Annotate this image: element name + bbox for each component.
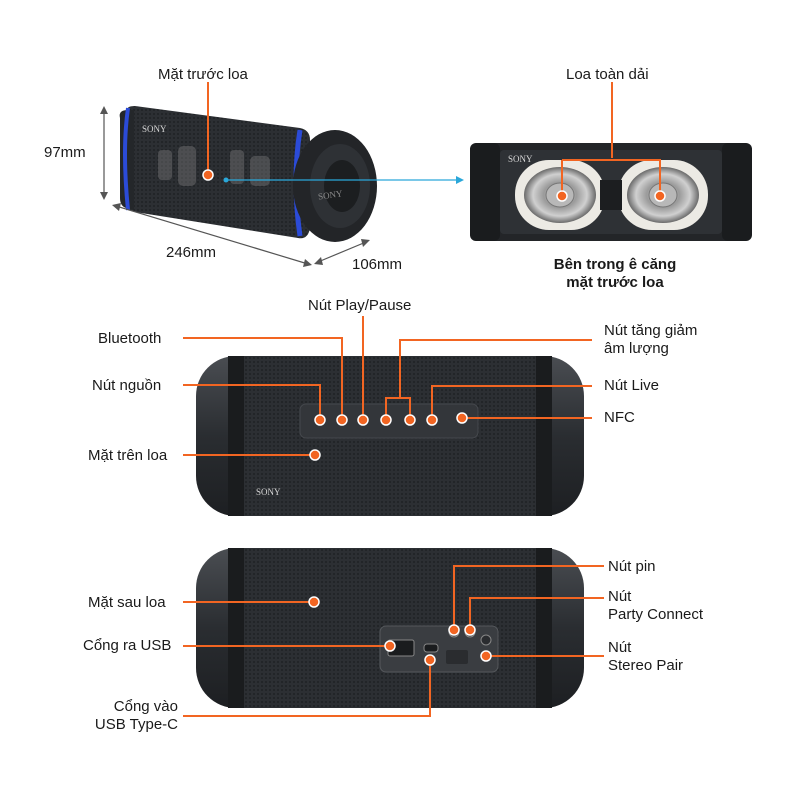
label-party-connect: Nút Party Connect xyxy=(608,588,703,624)
label-power: Nút nguồn xyxy=(92,377,162,394)
label-volume-line1: Nút tăng giảm xyxy=(604,322,698,339)
battery-button-marker xyxy=(448,624,460,636)
label-back-surface: Mặt sau loa xyxy=(88,594,166,611)
label-volume: Nút tăng giảm âm lượng xyxy=(604,322,697,358)
label-stereo-line2: Stereo Pair xyxy=(608,657,684,674)
speaker-inside-view: SONY xyxy=(470,143,752,241)
label-usb-c-line1: Cổng vào xyxy=(113,698,178,715)
stereo-pair-button-marker xyxy=(480,650,492,662)
power-button-marker xyxy=(314,414,326,426)
label-party-line1: Nút xyxy=(608,588,632,605)
label-battery: Nút pin xyxy=(608,558,656,575)
svg-text:SONY: SONY xyxy=(508,154,533,164)
back-surface-marker xyxy=(308,596,320,608)
volume-up-button-marker xyxy=(404,414,416,426)
speaker-top-view: SONY xyxy=(196,356,584,516)
bluetooth-button-marker xyxy=(336,414,348,426)
label-usb-c: Cổng vào USB Type-C xyxy=(88,698,178,734)
speaker-angled-view: SONY SONY xyxy=(119,106,377,242)
usb-out-marker xyxy=(384,640,396,652)
label-party-line2: Party Connect xyxy=(608,606,704,623)
caption-inside: Bên trong ê căng mặt trước loa xyxy=(520,256,710,292)
label-depth: 106mm xyxy=(352,256,403,273)
live-button-marker xyxy=(426,414,438,426)
fullrange-driver-right-marker xyxy=(654,190,666,202)
top-surface-marker xyxy=(309,449,321,461)
label-fullrange-driver: Loa toàn dải xyxy=(566,66,649,83)
sony-logo-top: SONY xyxy=(256,487,281,497)
label-top-surface: Mặt trên loa xyxy=(88,447,168,464)
speaker-back-view xyxy=(196,548,584,708)
caption-inside-line1: Bên trong ê căng xyxy=(553,256,677,273)
label-stereo-pair: Nút Stereo Pair xyxy=(608,639,683,675)
label-play-pause: Nút Play/Pause xyxy=(308,297,412,314)
front-face-marker xyxy=(202,169,214,181)
usb-c-marker xyxy=(424,654,436,666)
caption-inside-line2: mặt trước loa xyxy=(566,274,664,291)
nfc-marker xyxy=(456,412,468,424)
label-stereo-line1: Nút xyxy=(608,639,632,656)
label-length: 246mm xyxy=(166,244,217,261)
sony-logo-side: SONY xyxy=(317,188,343,201)
sony-logo-front: SONY xyxy=(142,124,167,134)
label-volume-line2: âm lượng xyxy=(604,340,669,357)
label-bluetooth: Bluetooth xyxy=(98,330,162,347)
fullrange-driver-left-marker xyxy=(556,190,568,202)
play-pause-button-marker xyxy=(357,414,369,426)
label-nfc: NFC xyxy=(604,409,635,426)
label-front-face: Mặt trước loa xyxy=(158,66,248,83)
dimension-lines xyxy=(100,106,370,267)
label-height: 97mm xyxy=(44,144,86,161)
label-usb-out: Cổng ra USB xyxy=(83,637,172,654)
label-usb-c-line2: USB Type-C xyxy=(94,716,178,733)
label-live: Nút Live xyxy=(604,377,660,394)
party-connect-button-marker xyxy=(464,624,476,636)
volume-down-button-marker xyxy=(380,414,392,426)
